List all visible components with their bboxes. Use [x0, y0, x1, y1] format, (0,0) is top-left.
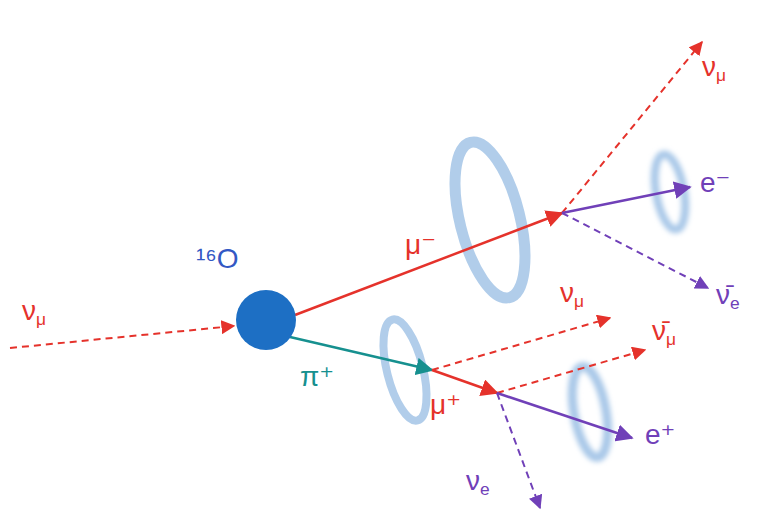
- nucleus-label: ¹⁶O: [196, 244, 239, 275]
- nucleus-circle: ¹⁶O: [236, 290, 296, 350]
- particle-label: νe: [466, 466, 490, 499]
- particle-label: νμ: [22, 296, 46, 329]
- particle-label: μ⁺: [430, 390, 461, 421]
- particle-label: e⁺: [645, 420, 675, 451]
- particle-label: e⁻: [700, 168, 730, 199]
- particle-label: νμ: [560, 278, 584, 311]
- particle-label: ν̄μ: [652, 316, 676, 349]
- particle-label: νμ: [702, 52, 726, 85]
- particle-label: ν̄e: [716, 280, 740, 313]
- particle-label: π⁺: [300, 362, 334, 393]
- particle-label: μ⁻: [405, 230, 436, 261]
